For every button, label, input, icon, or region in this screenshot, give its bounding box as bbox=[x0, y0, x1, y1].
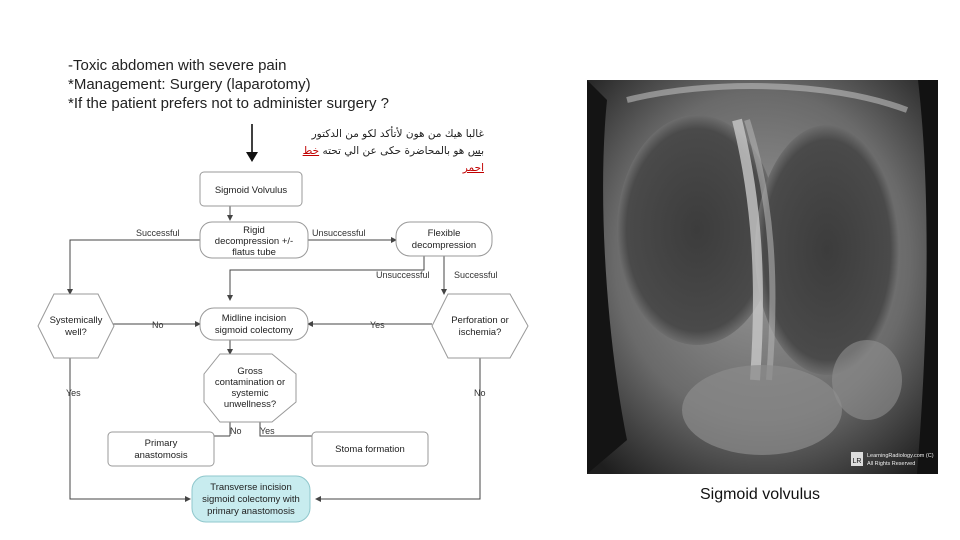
xray-watermark-1: LearningRadiology.com (C) bbox=[867, 453, 934, 459]
perforation-label-1: Perforation or bbox=[451, 315, 509, 326]
midline-label-1: Midline incision bbox=[222, 313, 286, 324]
rigid-label-1: Rigid bbox=[243, 225, 265, 236]
systemically-label-1: Systemically bbox=[50, 315, 103, 326]
arabic-line-1: غالبا هيك من هون لأتأكد لكو من الدكتور bbox=[311, 128, 484, 140]
flexible-label-1: Flexible bbox=[428, 228, 461, 239]
systemically-well-hexagon: Systemically well? bbox=[37, 293, 115, 359]
arabic-line-2: بس هو بالمحاضرة حكى عن الي تحته خط bbox=[300, 143, 484, 160]
rigid-decompression-box: Rigid decompression +/- flatus tube bbox=[199, 221, 309, 259]
stoma-label: Stoma formation bbox=[335, 444, 405, 455]
xray-image: LR LearningRadiology.com (C) All Rights … bbox=[587, 80, 938, 474]
midline-incision-box: Midline incision sigmoid colectomy bbox=[199, 307, 309, 341]
abdominal-xray: LR LearningRadiology.com (C) All Rights … bbox=[587, 80, 938, 474]
arabic-line-2-middle: هو بالمحاضرة حكى عن الي تحته bbox=[319, 145, 468, 157]
down-arrow-icon bbox=[246, 124, 258, 162]
gross-label-1: Gross bbox=[237, 366, 263, 377]
arabic-word-bas: بس bbox=[467, 145, 484, 157]
rigid-label-2: decompression +/- bbox=[215, 236, 293, 247]
bullet-management: *Management: Surgery (laparotomy) bbox=[68, 76, 311, 93]
yes-middle-label: Yes bbox=[370, 320, 385, 330]
sigmoid-volvulus-box: Sigmoid Volvulus bbox=[199, 171, 303, 207]
bullet-toxic-abdomen: -Toxic abdomen with severe pain bbox=[68, 57, 287, 74]
perforation-label-2: ischemia? bbox=[459, 327, 502, 338]
unsuccessful-right-label: Unsuccessful bbox=[376, 270, 430, 280]
stoma-formation-box: Stoma formation bbox=[311, 431, 429, 467]
xray-caption: Sigmoid volvulus bbox=[699, 486, 821, 503]
flexible-label-2: decompression bbox=[412, 240, 476, 251]
transverse-incision-box: Transverse incision sigmoid colectomy wi… bbox=[191, 475, 311, 523]
primary-anastomosis-box: Primary anastomosis bbox=[107, 431, 215, 467]
management-flowchart: Sigmoid Volvulus Rigid decompression +/-… bbox=[37, 171, 529, 523]
primary-label-2: anastomosis bbox=[134, 450, 188, 461]
rigid-label-3: flatus tube bbox=[232, 247, 276, 258]
sigmoid-volvulus-label: Sigmoid Volvulus bbox=[215, 185, 288, 196]
gross-label-3: systemic bbox=[232, 388, 269, 399]
arabic-line-3: احمر bbox=[462, 162, 484, 174]
primary-label-1: Primary bbox=[145, 438, 178, 449]
no-bottom-label: No bbox=[230, 426, 242, 436]
yes-left-label: Yes bbox=[66, 388, 81, 398]
xray-logo: LR bbox=[853, 458, 862, 465]
no-left-label: No bbox=[152, 320, 164, 330]
gross-label-2: contamination or bbox=[215, 377, 285, 388]
xray-watermark-2: All Rights Reserved bbox=[867, 461, 915, 467]
transverse-label-1: Transverse incision bbox=[210, 482, 291, 493]
successful-right-label: Successful bbox=[454, 270, 498, 280]
flexible-decompression-box: Flexible decompression bbox=[395, 221, 493, 257]
gross-label-4: unwellness? bbox=[224, 399, 276, 410]
arabic-word-khat: خط bbox=[302, 145, 320, 157]
perforation-hexagon: Perforation or ischemia? bbox=[431, 293, 529, 359]
systemically-label-2: well? bbox=[64, 327, 87, 338]
unsuccessful-top-label: Unsuccessful bbox=[312, 228, 366, 238]
transverse-label-2: sigmoid colectomy with bbox=[202, 494, 300, 505]
midline-label-2: sigmoid colectomy bbox=[215, 325, 293, 336]
no-right-label: No bbox=[474, 388, 486, 398]
lr-logo-icon bbox=[851, 452, 863, 466]
transverse-label-3: primary anastomosis bbox=[207, 506, 295, 517]
gross-contamination-octagon: Gross contamination or systemic unwellne… bbox=[203, 353, 297, 423]
successful-left-label: Successful bbox=[136, 228, 180, 238]
bullet-no-surgery: *If the patient prefers not to administe… bbox=[68, 95, 389, 112]
slide-bullets: -Toxic abdomen with severe pain *Managem… bbox=[68, 56, 389, 113]
yes-bottom-label: Yes bbox=[260, 426, 275, 436]
arabic-note: غالبا هيك من هون لأتأكد لكو من الدكتور ب… bbox=[300, 126, 484, 177]
